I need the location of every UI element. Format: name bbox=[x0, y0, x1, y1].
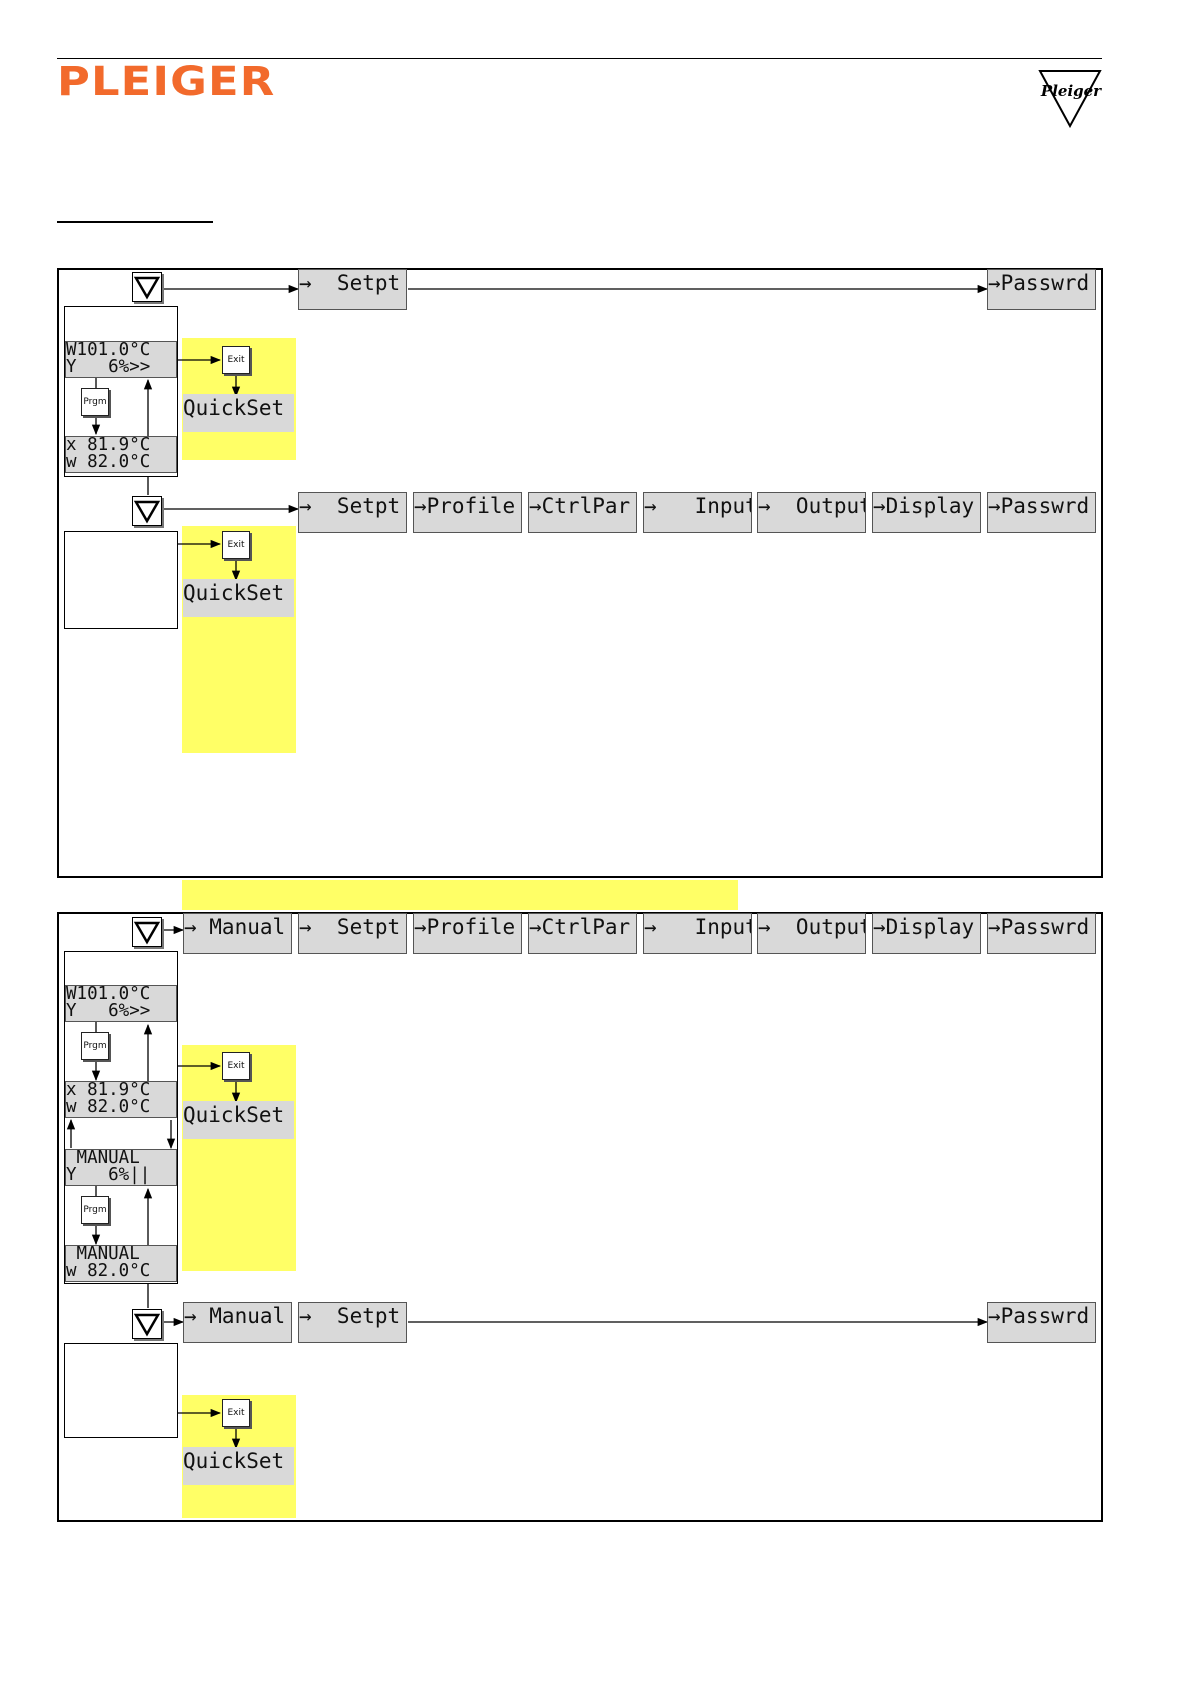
down-triangle-key-icon bbox=[133, 1313, 161, 1337]
down-triangle-key-icon bbox=[133, 500, 161, 524]
menu-input-2a[interactable]: → Input bbox=[643, 913, 752, 954]
exit-button-2a[interactable]: Exit bbox=[222, 1052, 250, 1080]
menu-setpt-2a[interactable]: → Setpt bbox=[298, 913, 407, 954]
menu-display-2a[interactable]: →Display bbox=[872, 913, 981, 954]
pleiger-emblem-icon: Pleiger bbox=[1038, 70, 1102, 129]
lcd-line: Y 6%>> bbox=[66, 1001, 151, 1021]
menu-passwrd-1a[interactable]: →Passwrd bbox=[987, 269, 1096, 310]
menu-passwrd-2a[interactable]: →Passwrd bbox=[987, 913, 1096, 954]
menu-passwrd-1b[interactable]: →Passwrd bbox=[987, 492, 1096, 533]
quickset-label-1a: QuickSet bbox=[183, 394, 294, 432]
down-triangle-key-icon bbox=[133, 276, 161, 300]
lcd-line: w 82.0°C bbox=[66, 1261, 151, 1281]
down-triangle-key-icon bbox=[133, 921, 161, 945]
menu-output-2a[interactable]: → Output bbox=[757, 913, 866, 954]
brand-logo: PLEIGER bbox=[57, 59, 276, 105]
menu-output-1b[interactable]: → Output bbox=[757, 492, 866, 533]
menu-setpt-1a[interactable]: → Setpt bbox=[298, 269, 407, 310]
exit-button-2b[interactable]: Exit bbox=[222, 1399, 250, 1427]
lcd-line: W101.0°C bbox=[66, 985, 151, 1004]
down-key-2b[interactable] bbox=[132, 1309, 162, 1339]
operating-level-panel-1b bbox=[64, 531, 178, 629]
down-key-2a[interactable] bbox=[132, 917, 162, 947]
operating-level-panel-2b bbox=[64, 1343, 178, 1438]
lcd-line: w 82.0°C bbox=[66, 452, 151, 472]
prgm-button-2a[interactable]: Prgm bbox=[81, 1032, 109, 1060]
down-key-1b[interactable] bbox=[132, 496, 162, 526]
emblem-text: Pleiger bbox=[1040, 82, 1102, 100]
section-heading-underline bbox=[57, 221, 213, 223]
lcd-line: x 81.9°C bbox=[66, 436, 151, 455]
lcd-line: MANUAL bbox=[66, 1149, 140, 1168]
exit-button-1a[interactable]: Exit bbox=[222, 346, 250, 374]
lcd-line: MANUAL bbox=[66, 1245, 140, 1264]
lcd-line: w 82.0°C bbox=[66, 1097, 151, 1117]
quickset-highlight-2a bbox=[182, 1045, 296, 1271]
menu-profile-1b[interactable]: →Profile bbox=[413, 492, 522, 533]
exit-button-1b[interactable]: Exit bbox=[222, 531, 250, 559]
menu-manual-2a[interactable]: → Manual bbox=[183, 913, 292, 954]
quickset-label-2b: QuickSet bbox=[183, 1447, 294, 1485]
lcd-line: Y 6%>> bbox=[66, 357, 151, 377]
menu-passwrd-2b[interactable]: →Passwrd bbox=[987, 1302, 1096, 1343]
down-key-1a[interactable] bbox=[132, 272, 162, 302]
header-rule bbox=[57, 58, 1102, 59]
quickset-highlight-1b bbox=[182, 526, 296, 753]
prgm-button-1a[interactable]: Prgm bbox=[81, 388, 109, 416]
menu-profile-2a[interactable]: →Profile bbox=[413, 913, 522, 954]
prgm-button-2b[interactable]: Prgm bbox=[81, 1196, 109, 1224]
menu-ctrlpar-2a[interactable]: →CtrlPar bbox=[528, 913, 637, 954]
menu-display-1b[interactable]: →Display bbox=[872, 492, 981, 533]
quickset-label-1b: QuickSet bbox=[183, 579, 294, 617]
menu-manual-2b[interactable]: → Manual bbox=[183, 1302, 292, 1343]
lcd-line: W101.0°C bbox=[66, 341, 151, 360]
menu-ctrlpar-1b[interactable]: →CtrlPar bbox=[528, 492, 637, 533]
lcd-line: x 81.9°C bbox=[66, 1081, 151, 1100]
menu-input-1b[interactable]: → Input bbox=[643, 492, 752, 533]
highlight-strip bbox=[182, 880, 738, 910]
lcd-line: Y 6%|| bbox=[66, 1165, 151, 1185]
quickset-label-2a: QuickSet bbox=[183, 1101, 294, 1139]
menu-setpt-2b[interactable]: → Setpt bbox=[298, 1302, 407, 1343]
menu-setpt-1b[interactable]: → Setpt bbox=[298, 492, 407, 533]
menu-structure-frame-1 bbox=[57, 268, 1103, 878]
